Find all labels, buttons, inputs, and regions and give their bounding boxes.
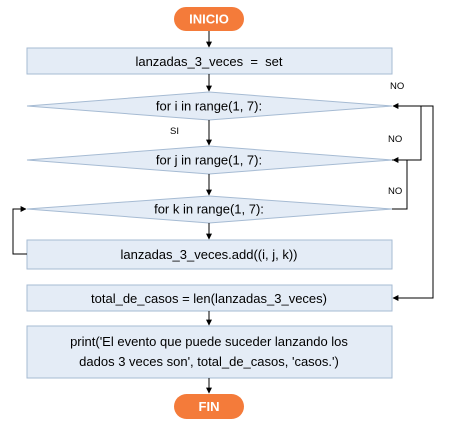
step-total: total_de_casos = len(lanzadas_3_veces) (26, 284, 393, 312)
start-terminal: INICIO (174, 7, 244, 31)
end-terminal: FIN (174, 394, 244, 419)
total-text: total_de_casos = len(lanzadas_3_veces) (91, 291, 327, 306)
print-text-line2: dados 3 veces son', total_de_casos, 'cas… (79, 354, 339, 369)
yes-label: SI (170, 126, 179, 137)
loop-k-text: for k in range(1, 7): (154, 202, 264, 217)
print-text-line1: print('El evento que puede suceder lanza… (70, 334, 348, 349)
assign-set-text: lanzadas_3_veces = set (135, 54, 282, 69)
connector-add-back-to-loop-k (12, 206, 27, 255)
connector-loop-i-no-to-total (392, 105, 434, 301)
decision-loop-i: for i in range(1, 7): (26, 91, 393, 121)
no-label-loop-i: NO (390, 81, 404, 92)
step-add-tuple: lanzadas_3_veces.add((i, j, k)) (26, 239, 393, 270)
decision-loop-k: for k in range(1, 7): (26, 195, 393, 224)
connector-loop-k-no-to-loop-j (392, 157, 408, 210)
start-label: INICIO (189, 12, 229, 27)
no-label-loop-j: NO (388, 134, 402, 145)
decision-loop-j: for j in range(1, 7): (26, 145, 393, 175)
connector-loop-j-no-to-loop-i (392, 103, 422, 161)
loop-j-text: for j in range(1, 7): (156, 153, 262, 168)
loop-i-text: for i in range(1, 7): (156, 99, 262, 114)
end-label: FIN (199, 399, 220, 414)
add-tuple-text: lanzadas_3_veces.add((i, j, k)) (120, 247, 297, 262)
step-print: print('El evento que puede suceder lanza… (26, 325, 393, 379)
step-assign-set: lanzadas_3_veces = set (26, 47, 393, 75)
no-label-loop-k: NO (388, 186, 402, 197)
